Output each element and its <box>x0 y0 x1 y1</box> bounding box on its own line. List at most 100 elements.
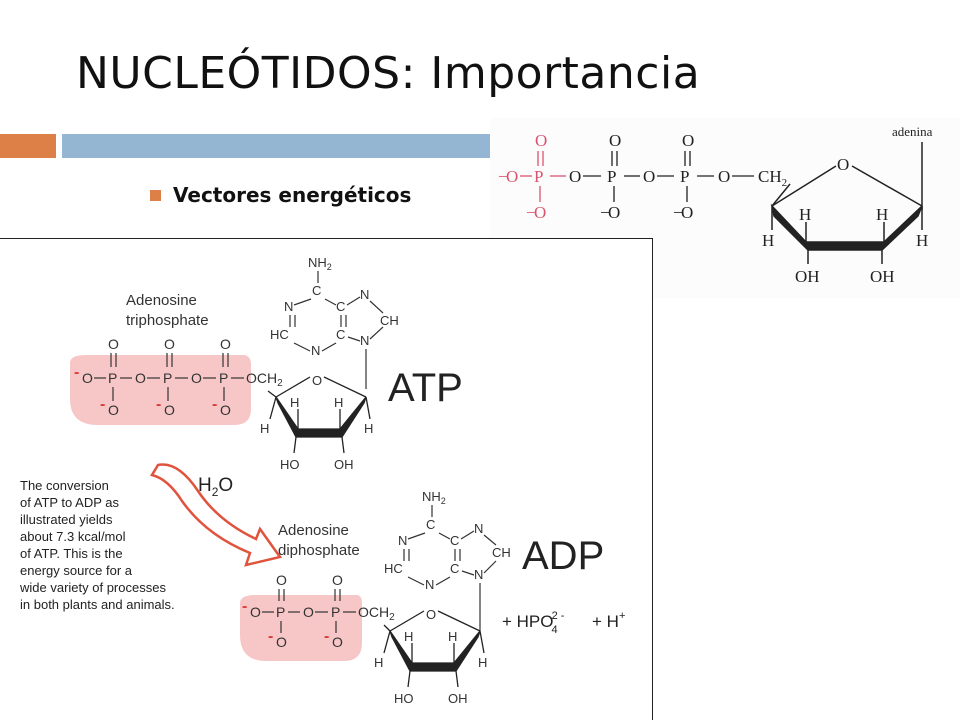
top-oxygen: O <box>569 167 581 186</box>
atp-oxygen: O <box>108 402 119 418</box>
ring-oxygen: O <box>837 155 849 174</box>
atp-nitrogen: N <box>284 299 293 314</box>
top-oxygen: O <box>718 167 730 186</box>
adp-nitrogen: N <box>474 567 483 582</box>
adp-phosphorus: P <box>276 604 285 620</box>
base-label: adenina <box>892 124 933 139</box>
ring-hydroxyl: OH <box>795 267 820 286</box>
atp-phosphorus: P <box>108 370 117 386</box>
ring-hydrogen: H <box>762 231 774 250</box>
adp-och2: OCH2 <box>358 604 395 623</box>
svg-text:of ATP. This is the: of ATP. This is the <box>20 546 123 561</box>
atp-oxygen: O <box>220 336 231 352</box>
atp-oh: OH <box>334 457 354 472</box>
top-oxygen: O <box>535 131 547 150</box>
svg-text:+ HPO42 -: + HPO42 - <box>502 610 565 636</box>
ring-hydrogen: H <box>799 205 811 224</box>
atp-minus: - <box>100 396 105 413</box>
atp-minus: - <box>74 364 79 381</box>
atp-minus: - <box>212 396 217 413</box>
svg-text:energy source for a: energy source for a <box>20 563 133 578</box>
svg-text:H2O: H2O <box>198 475 233 499</box>
atp-adp-diagram: Adenosine triphosphate O O O O P O P O <box>0 238 653 720</box>
top-oxygen: O <box>682 131 694 150</box>
top-minus: − <box>498 167 508 186</box>
atp-hydrogen: H <box>290 395 299 410</box>
atp-oxygen: O <box>82 370 93 386</box>
atp-hydrogen: H <box>260 421 269 436</box>
top-minus: − <box>526 203 536 222</box>
atp-ho: HO <box>280 457 300 472</box>
atp-hydrogen: H <box>334 395 343 410</box>
adp-carbon: C <box>450 561 459 576</box>
svg-text:in both plants and animals.: in both plants and animals. <box>20 597 175 612</box>
atp-nh2: NH2 <box>308 255 332 272</box>
atp-hydrogen: H <box>364 421 373 436</box>
adp-oxygen: O <box>332 634 343 650</box>
atp-nitrogen: N <box>311 343 320 358</box>
atp-minus: - <box>156 396 161 413</box>
top-oxygen: O <box>608 203 620 222</box>
atp-nitrogen: N <box>360 333 369 348</box>
bullet-text: Vectores energéticos <box>173 183 412 207</box>
svg-text:wide variety of processes: wide variety of processes <box>19 580 166 595</box>
adp-ring-oxygen: O <box>426 607 436 622</box>
adp-nitrogen: N <box>474 521 483 536</box>
atp-carbon: C <box>336 299 345 314</box>
atp-name-line2: triphosphate <box>126 312 209 329</box>
svg-text:of ATP to ADP as: of ATP to ADP as <box>20 495 120 510</box>
bullet-item: Vectores energéticos <box>150 183 411 207</box>
atp-carbon: C <box>336 327 345 342</box>
accent-bar <box>0 134 56 158</box>
atp-oxygen: O <box>220 402 231 418</box>
adp-hydrogen: H <box>374 655 383 670</box>
adp-name-line1: Adenosine <box>278 522 349 539</box>
adp-hydrogen: H <box>448 629 457 644</box>
adp-nitrogen: N <box>398 533 407 548</box>
adp-oxygen: O <box>276 634 287 650</box>
atp-oxygen: O <box>108 336 119 352</box>
svg-text:about 7.3 kcal/mol: about 7.3 kcal/mol <box>20 529 126 544</box>
atp-hc: HC <box>270 327 289 342</box>
bullet-square-icon <box>150 189 161 201</box>
atp-phosphorus: P <box>163 370 172 386</box>
atp-name-line1: Adenosine <box>126 292 197 309</box>
atp-oxygen: O <box>164 336 175 352</box>
ring-hydrogen: H <box>916 231 928 250</box>
atp-oxygen: O <box>191 370 202 386</box>
adp-nh2: NH2 <box>422 489 446 506</box>
top-charged-oxygen: O <box>506 167 518 186</box>
atp-och2: OCH2 <box>246 370 283 389</box>
adp-oxygen: O <box>250 604 261 620</box>
atp-adp-figure: Adenosine triphosphate O O O O P O P O <box>19 255 625 706</box>
adp-ho: HO <box>394 691 414 706</box>
top-oxygen: O <box>609 131 621 150</box>
atp-ring-oxygen: O <box>312 373 322 388</box>
ring-hydrogen: H <box>876 205 888 224</box>
atp-oxygen: O <box>164 402 175 418</box>
atp-nitrogen: N <box>360 287 369 302</box>
svg-text:+ H+: + H+ <box>592 610 625 631</box>
top-phosphate-atom: P <box>534 167 543 186</box>
top-minus: − <box>600 203 610 222</box>
top-phosphate-atom: P <box>680 167 689 186</box>
adp-hc: HC <box>384 561 403 576</box>
slide-title: NUCLEÓTIDOS: Importancia <box>76 48 701 99</box>
top-ch2: CH2 <box>758 167 787 189</box>
adp-carbon: C <box>450 533 459 548</box>
title-underline-bar <box>62 134 492 158</box>
adp-oh: OH <box>448 691 468 706</box>
adp-hydrogen: H <box>404 629 413 644</box>
ring-hydroxyl: OH <box>870 267 895 286</box>
atp-ch: CH <box>380 313 399 328</box>
adp-oxygen: O <box>332 572 343 588</box>
adp-oxygen: O <box>276 572 287 588</box>
adp-minus: - <box>242 598 247 615</box>
adp-nitrogen: N <box>425 577 434 592</box>
adp-label: ADP <box>522 534 604 578</box>
atp-oxygen: O <box>135 370 146 386</box>
svg-text:The conversion: The conversion <box>20 478 109 493</box>
atp-label: ATP <box>388 366 463 410</box>
top-oxygen: O <box>534 203 546 222</box>
